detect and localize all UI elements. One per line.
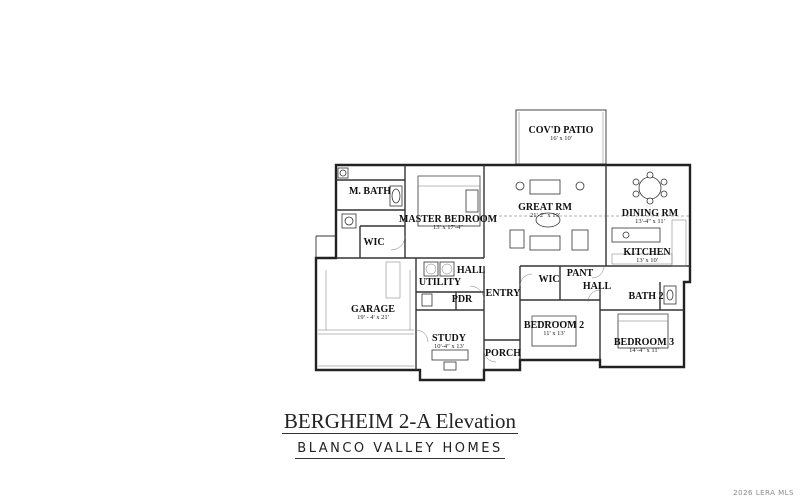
- room-dims-study: 10'-4" x 13': [434, 343, 464, 350]
- room-label-dining: DINING RM: [622, 208, 679, 219]
- room-dims-bed2: 11' x 13': [543, 330, 565, 337]
- room-dims-great: 21'-2" x 19': [530, 212, 560, 219]
- room-label-pdr: PDR: [452, 294, 473, 305]
- plan-title: BERGHEIM 2-A Elevation: [0, 409, 800, 434]
- room-label-hall1: HALL: [457, 265, 486, 276]
- room-label-kitchen: KITCHEN: [623, 247, 671, 258]
- builder-name: BLANCO VALLEY HOMES: [0, 441, 800, 459]
- room-dims-master: 13' x 17'-4": [433, 224, 463, 231]
- room-dims-garage: 19' - 4' x 21': [357, 314, 389, 321]
- room-label-mbath: M. BATH: [349, 186, 391, 197]
- room-dims-kitchen: 13' x 10': [636, 257, 658, 264]
- room-dims-patio: 16' x 10': [550, 135, 572, 142]
- room-label-utility: UTILITY: [419, 277, 462, 288]
- room-label-bed2: BEDROOM 2: [524, 320, 584, 331]
- room-label-patio: COV'D PATIO: [529, 125, 594, 136]
- room-label-study: STUDY: [432, 333, 467, 344]
- room-label-hall2: HALL: [583, 281, 612, 292]
- room-label-pant: PANT: [567, 268, 594, 279]
- room-label-porch: PORCH: [485, 348, 521, 359]
- room-label-master: MASTER BEDROOM: [399, 214, 498, 225]
- room-dims-bed3: 14'-4" x 11': [629, 347, 659, 354]
- watermark: 2026 LERA MLS: [733, 489, 794, 497]
- room-label-wic1: WIC: [363, 237, 384, 248]
- room-label-great: GREAT RM: [518, 202, 572, 213]
- room-label-garage: GARAGE: [351, 304, 395, 315]
- plan-title-text: BERGHEIM 2-A Elevation: [281, 409, 519, 434]
- builder-name-text: BLANCO VALLEY HOMES: [295, 441, 505, 459]
- room-label-entry: ENTRY: [486, 288, 521, 299]
- room-label-bed3: BEDROOM 3: [614, 337, 674, 348]
- room-label-bath2: BATH 2: [628, 291, 663, 302]
- room-dims-dining: 13'-4" x 11': [635, 218, 665, 225]
- room-label-wic2: WIC: [538, 274, 559, 285]
